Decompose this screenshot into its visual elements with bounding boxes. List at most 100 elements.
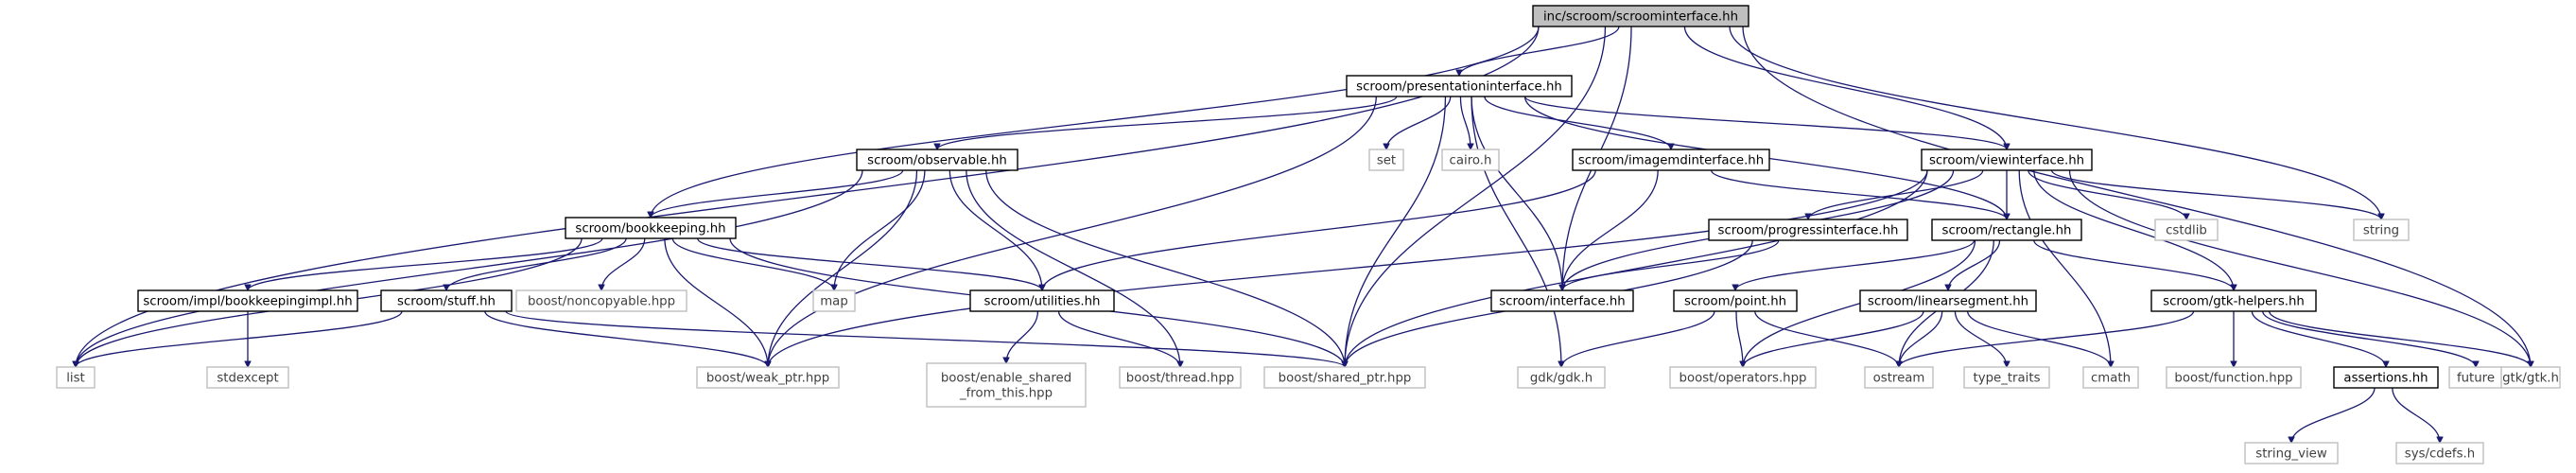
node-box-gtk — [2500, 366, 2561, 389]
edge-viewif-to-cmath — [2018, 169, 2111, 367]
node-label-map: map — [820, 295, 848, 309]
edge-root-to-gtk — [1742, 26, 2531, 367]
node-presentation[interactable]: scroom/presentationinterface.hh — [1346, 75, 1573, 97]
node-imagemd[interactable]: scroom/imagemdinterface.hh — [1572, 149, 1770, 171]
node-label-bookkeeping: scroom/bookkeeping.hh — [575, 222, 725, 236]
edge-utilities-to-thread — [1057, 310, 1180, 367]
edge-presentation-to-viewif — [1523, 96, 2007, 150]
node-cairo: cairo.h — [1441, 149, 1500, 171]
node-function: boost/function.hpp — [2166, 366, 2302, 389]
edge-linseg-to-operators — [1743, 310, 1924, 367]
node-box-imagemd — [1572, 149, 1770, 171]
edge-bookkeeping-to-noncopyable — [601, 237, 646, 290]
edge-rectangle-to-operators — [1743, 239, 1976, 367]
node-rectangle[interactable]: scroom/rectangle.hh — [1931, 219, 2082, 241]
node-set: set — [1368, 149, 1404, 171]
node-noncopyable: boost/noncopyable.hpp — [515, 289, 688, 312]
node-stdexcept: stdexcept — [206, 366, 289, 389]
node-stuff[interactable]: scroom/stuff.hh — [380, 289, 513, 312]
node-gtk: gtk/gtk.h — [2500, 366, 2561, 389]
node-label-sharedptr: boost/shared_ptr.hpp — [1279, 372, 1412, 386]
node-label-assertions: assertions.hh — [2343, 372, 2428, 386]
edge-point-to-ostream — [1754, 310, 1899, 367]
node-box-linseg — [1859, 289, 2037, 312]
edge-viewif-to-string — [2050, 169, 2381, 219]
edge-bookkeeping-to-bkimpl — [248, 237, 603, 290]
node-label-cdefs: sys/cdefs.h — [2405, 447, 2475, 462]
edge-bookkeeping-to-map — [671, 237, 834, 290]
node-box-root — [1532, 5, 1749, 27]
edge-viewif-to-sharedptr — [1345, 169, 1928, 367]
node-cstdlib: cstdlib — [2154, 219, 2219, 241]
node-label-thread: boost/thread.hpp — [1126, 372, 1234, 386]
node-label-stdexcept: stdexcept — [217, 372, 278, 386]
node-point[interactable]: scroom/point.hh — [1673, 289, 1798, 312]
node-label-presentation: scroom/presentationinterface.hh — [1356, 80, 1562, 95]
node-box-gtkhelpers — [2150, 289, 2317, 312]
node-label-operators: boost/operators.hpp — [1680, 372, 1807, 386]
edge-imagemd-to-utilities — [1042, 169, 1596, 290]
node-box-stdexcept — [206, 366, 289, 389]
node-future: future — [2448, 366, 2503, 389]
node-box-weakptr — [696, 366, 840, 389]
node-linseg[interactable]: scroom/linearsegment.hh — [1859, 289, 2037, 312]
node-box-set — [1368, 149, 1404, 171]
node-box-ostream — [1864, 366, 1934, 389]
edge-presentation-to-imagemd — [1484, 96, 1671, 149]
node-box-cmath — [2082, 366, 2139, 389]
node-label-gtk: gtk/gtk.h — [2502, 372, 2559, 386]
node-cdefs: sys/cdefs.h — [2395, 442, 2484, 464]
node-utilities[interactable]: scroom/utilities.hh — [969, 289, 1115, 312]
node-viewif[interactable]: scroom/viewinterface.hh — [1921, 149, 2093, 171]
edge-utilities-to-enableshared — [1006, 310, 1039, 363]
node-assertions[interactable]: assertions.hh — [2333, 366, 2439, 389]
edge-root-to-presentation — [1459, 26, 1620, 76]
node-label-ostream: ostream — [1873, 372, 1925, 386]
node-label-linseg: scroom/linearsegment.hh — [1868, 295, 2028, 309]
edge-presentation-to-sharedptr — [1345, 96, 1447, 367]
node-observable[interactable]: scroom/observable.hh — [856, 149, 1018, 171]
node-thread: boost/thread.hpp — [1119, 366, 1242, 389]
node-progress[interactable]: scroom/progressinterface.hh — [1708, 219, 1908, 241]
node-gtkhelpers[interactable]: scroom/gtk-helpers.hh — [2150, 289, 2317, 312]
node-box-thread — [1119, 366, 1242, 389]
edge-presentation-to-gdk — [1471, 96, 1561, 367]
node-box-bkimpl — [137, 289, 358, 312]
edge-observable-to-utilities — [949, 169, 1042, 290]
node-interface[interactable]: scroom/interface.hh — [1490, 289, 1634, 312]
node-box-noncopyable — [515, 289, 688, 312]
node-root[interactable]: inc/scroom/scroominterface.hh — [1532, 5, 1749, 27]
node-sharedptr: boost/shared_ptr.hpp — [1263, 366, 1426, 389]
node-label-stuff: scroom/stuff.hh — [397, 295, 496, 309]
node-weakptr: boost/weak_ptr.hpp — [696, 366, 840, 389]
edge-root-to-sharedptr — [1345, 26, 1607, 367]
node-label-bkimpl: scroom/impl/bookkeepingimpl.hh — [143, 295, 352, 309]
node-typetraits: type_traits — [1963, 366, 2050, 389]
node-label-cairo: cairo.h — [1450, 154, 1492, 168]
node-box-interface — [1490, 289, 1634, 312]
node-bkimpl[interactable]: scroom/impl/bookkeepingimpl.hh — [137, 289, 358, 312]
node-bookkeeping[interactable]: scroom/bookkeeping.hh — [565, 217, 737, 239]
edge-imagemd-to-rectangle — [1710, 169, 2007, 219]
edge-stuff-to-sharedptr — [505, 310, 1345, 368]
node-label-typetraits: type_traits — [1973, 372, 2040, 386]
edge-bookkeeping-to-utilities — [697, 237, 1042, 290]
node-box-map — [812, 289, 856, 312]
edge-assertions-to-stringview — [2291, 387, 2376, 443]
node-label-noncopyable: boost/noncopyable.hpp — [528, 295, 675, 309]
edge-observable-to-sharedptr — [985, 169, 1345, 367]
edge-assertions-to-cdefs — [2392, 387, 2440, 443]
edge-presentation-to-cairo — [1459, 96, 1471, 149]
node-label-root: inc/scroom/scroominterface.hh — [1543, 10, 1738, 25]
edge-observable-to-weakptr — [768, 169, 918, 367]
node-label-point: scroom/point.hh — [1684, 295, 1786, 309]
edge-root-to-string — [1729, 26, 2381, 219]
node-box-enableshared — [926, 362, 1087, 408]
edge-bookkeeping-to-stuff — [446, 237, 627, 290]
node-box-typetraits — [1963, 366, 2050, 389]
edge-rectangle-to-gtkhelpers — [2033, 239, 2234, 290]
node-label-list: list — [66, 372, 85, 386]
node-list: list — [56, 366, 96, 389]
node-box-cdefs — [2395, 442, 2484, 464]
edge-gtkhelpers-to-future — [2262, 310, 2476, 367]
